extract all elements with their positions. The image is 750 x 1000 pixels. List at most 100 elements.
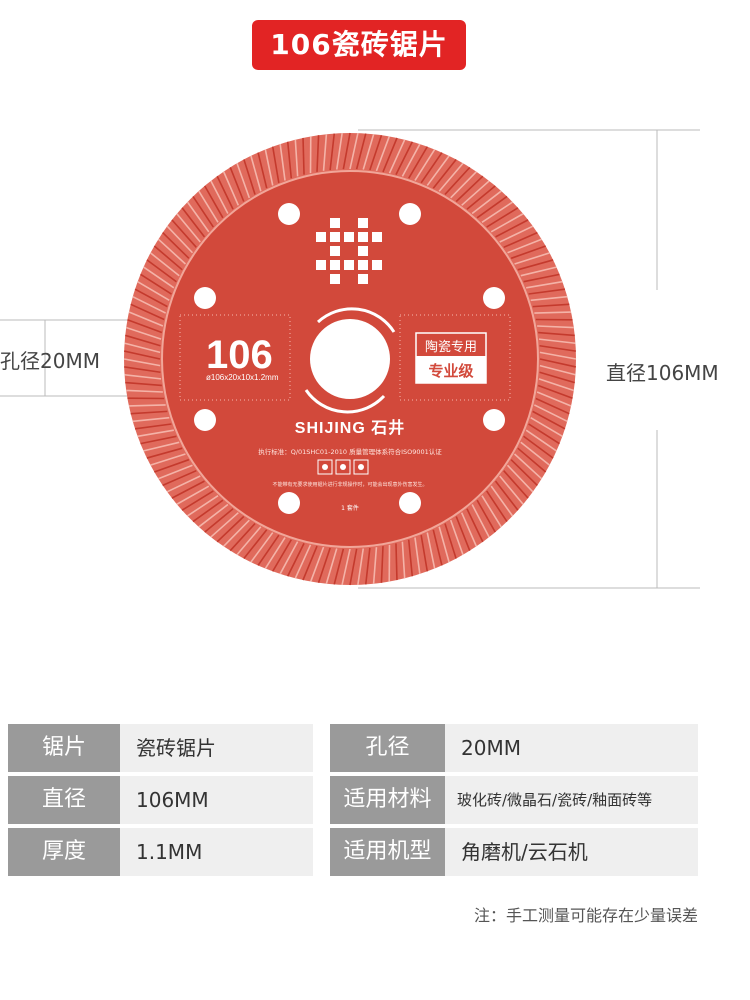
rim-tooth xyxy=(476,499,496,533)
rim-tooth xyxy=(537,325,574,329)
spec-key: 厚度 xyxy=(8,828,120,876)
rim-tooth xyxy=(243,529,268,560)
rim-tooth xyxy=(335,133,343,170)
rim-tooth xyxy=(124,342,161,354)
rim-tooth xyxy=(153,458,190,473)
blade-vent-holes xyxy=(194,203,505,514)
rim-tooth xyxy=(481,495,502,528)
rim-tooth xyxy=(444,166,471,195)
rim-tooth xyxy=(539,344,576,352)
spec-value: 瓷砖锯片 xyxy=(120,724,313,772)
rim-tooth xyxy=(438,526,450,563)
rim-tooth xyxy=(229,167,245,202)
rim-tooth xyxy=(126,389,163,393)
rim-tooth xyxy=(466,508,484,543)
rim-tooth xyxy=(535,397,570,415)
rim-tooth xyxy=(357,548,365,585)
blade-model-number: 106 xyxy=(206,333,273,377)
rim-tooth xyxy=(526,280,563,289)
rim-tooth xyxy=(216,515,245,543)
rim-tooth xyxy=(510,459,538,486)
rim-tooth xyxy=(490,213,524,233)
rim-tooth xyxy=(171,480,205,499)
rim-tooth xyxy=(125,381,162,387)
rim-tooth xyxy=(528,423,560,445)
rim-tooth xyxy=(364,547,371,585)
rim-tooth xyxy=(162,469,197,487)
rim-tooth xyxy=(514,453,543,480)
rim-tooth xyxy=(222,171,240,206)
spec-key: 适用材料 xyxy=(330,776,445,824)
left-dot-panel xyxy=(179,314,291,401)
spec-key: 锯片 xyxy=(8,724,120,772)
rim-tooth xyxy=(539,371,575,384)
rim-tooth xyxy=(355,133,367,170)
rim-tooth xyxy=(520,266,557,277)
rim-tooth xyxy=(532,303,570,308)
rim-tooth xyxy=(530,417,563,438)
rim-tooth xyxy=(223,519,250,547)
rim-tooth xyxy=(134,288,168,308)
badge-bottom-fill xyxy=(416,356,486,383)
spec-key: 直径 xyxy=(8,776,120,824)
rim-tooth xyxy=(157,238,186,265)
rim-tooth xyxy=(380,546,384,583)
rim-tooth xyxy=(395,141,414,175)
rim-tooth xyxy=(271,146,280,183)
rim-tooth xyxy=(279,541,299,575)
rim-tooth xyxy=(264,537,286,569)
rim-tooth xyxy=(302,545,318,581)
rim-tooth xyxy=(538,331,575,337)
rim-tooth xyxy=(316,135,320,172)
rim-tooth xyxy=(192,195,214,228)
rim-tooth xyxy=(382,137,398,173)
blade-rim-teeth xyxy=(123,132,577,586)
spec-value: 106MM xyxy=(120,776,313,824)
rim-tooth xyxy=(523,273,560,283)
rim-tooth xyxy=(264,149,274,186)
rim-tooth xyxy=(455,516,471,551)
brand-grid-logo xyxy=(316,218,382,284)
rim-tooth xyxy=(257,152,268,189)
rim-tooth xyxy=(528,288,566,295)
rim-tooth xyxy=(539,351,577,360)
rim-tooth xyxy=(171,219,197,248)
safety-icons xyxy=(317,459,369,475)
rim-tooth xyxy=(538,378,575,392)
rim-tooth xyxy=(137,429,174,438)
rim-tooth xyxy=(204,185,224,219)
rim-tooth xyxy=(349,132,359,170)
rim-tooth xyxy=(420,535,429,572)
rim-tooth xyxy=(204,508,234,533)
hole-dimension-label: 孔径20MM xyxy=(0,349,100,373)
rim-tooth xyxy=(236,162,251,199)
rim-tooth xyxy=(333,548,345,585)
rim-tooth xyxy=(302,137,305,175)
rim-tooth xyxy=(426,532,436,569)
rim-tooth xyxy=(530,295,568,302)
rim-tooth xyxy=(140,273,172,295)
rim-tooth xyxy=(158,464,193,480)
rim-tooth xyxy=(476,195,508,219)
rim-tooth xyxy=(146,259,177,283)
rim-tooth xyxy=(372,547,378,584)
rim-tooth xyxy=(137,280,170,301)
rim-tooth xyxy=(455,175,484,203)
rim-tooth xyxy=(450,171,477,199)
rim-tooth xyxy=(395,543,398,581)
rim-tooth xyxy=(426,155,450,186)
badge-bottom-text: 专业级 xyxy=(428,362,474,380)
rim-tooth xyxy=(130,410,168,415)
rim-tooth xyxy=(362,134,375,170)
rim-tooth xyxy=(181,490,214,511)
rim-tooth xyxy=(198,190,219,223)
rim-tooth xyxy=(294,139,299,177)
blade-model-spec: ø106x20x10x1.2mm xyxy=(206,373,279,382)
rim-tooth xyxy=(503,231,538,249)
rim-tooth xyxy=(176,485,210,505)
rim-tooth xyxy=(123,358,161,367)
rim-tooth xyxy=(388,139,406,174)
rim-tooth xyxy=(341,548,351,586)
rim-tooth xyxy=(162,232,190,259)
right-dot-panel xyxy=(399,314,511,401)
